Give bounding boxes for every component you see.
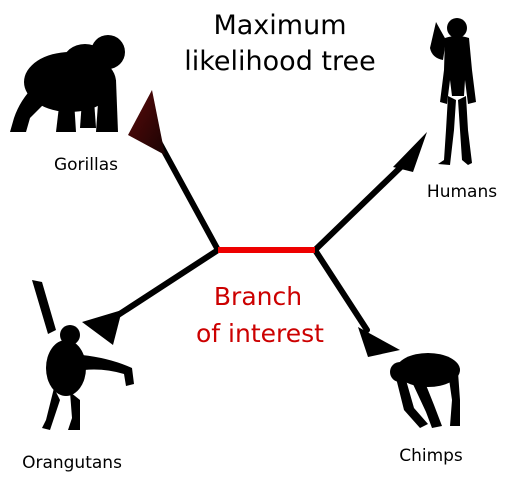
title-line-2: likelihood tree <box>184 46 375 77</box>
human-clade-triangle <box>393 132 427 172</box>
highlight-line-2: of interest <box>196 319 324 348</box>
label-orangutans: Orangutans <box>22 453 122 473</box>
clade-triangles <box>82 90 427 357</box>
title-line-1: Maximum <box>213 10 346 41</box>
label-gorillas: Gorillas <box>54 155 118 175</box>
chimp-silhouette-icon <box>390 353 460 428</box>
branch-orangutans <box>112 250 218 319</box>
orangutan-silhouette-icon <box>32 280 134 430</box>
branch-humans <box>315 163 405 250</box>
branch-gorillas <box>158 140 218 250</box>
orangutan-clade-triangle <box>82 310 122 345</box>
gorilla-silhouette-icon <box>10 35 125 132</box>
label-chimps: Chimps <box>399 446 463 466</box>
highlight-line-1: Branch <box>214 282 302 311</box>
human-silhouette-icon <box>430 18 476 165</box>
branch-chimps <box>315 250 367 330</box>
label-humans: Humans <box>427 182 497 202</box>
gorilla-clade-triangle <box>128 90 165 155</box>
chimp-clade-triangle <box>358 327 400 357</box>
